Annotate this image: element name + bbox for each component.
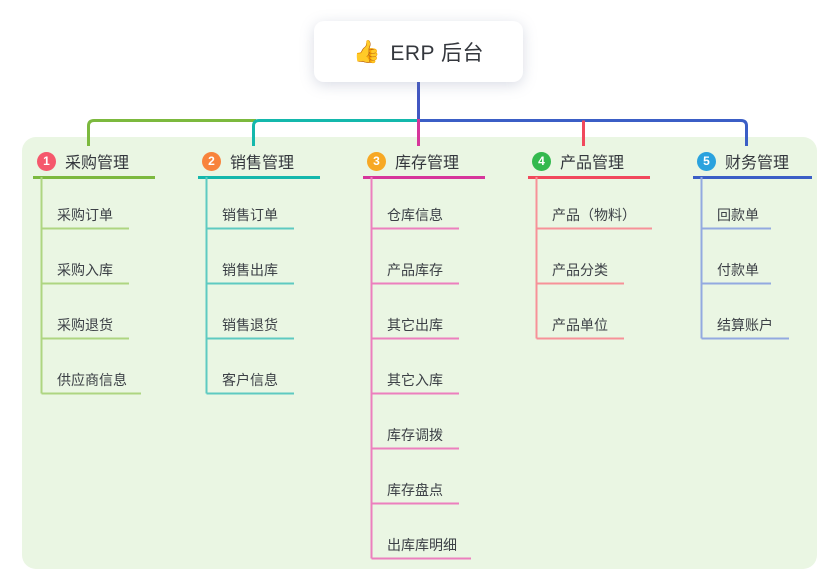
branch-node-purchase[interactable]: 1 采购管理 — [37, 150, 129, 172]
child-node-product-stock[interactable]: 产品库存 — [387, 262, 443, 278]
child-node-settlement-account[interactable]: 结算账户 — [717, 317, 773, 333]
branch-4-badge: 4 — [532, 151, 551, 171]
branch-2-badge: 2 — [202, 151, 221, 171]
branch-3-badge: 3 — [367, 151, 386, 171]
child-node-outbound-detail[interactable]: 出库库明细 — [387, 537, 457, 553]
child-node-other-inbound[interactable]: 其它入库 — [387, 372, 443, 388]
child-node-warehouse-info[interactable]: 仓库信息 — [387, 207, 443, 223]
child-node-payment-order[interactable]: 付款单 — [717, 262, 759, 278]
child-node-purchase-return[interactable]: 采购退货 — [57, 317, 113, 333]
child-node-product-material[interactable]: 产品（物料） — [552, 207, 636, 223]
branch-5-badge: 5 — [697, 151, 716, 171]
child-node-purchase-inbound[interactable]: 采购入库 — [57, 262, 113, 278]
root-node-erp-backend[interactable]: 👍 ERP 后台 — [314, 21, 523, 82]
child-node-customer-info[interactable]: 客户信息 — [222, 372, 278, 388]
branches-background-panel — [22, 137, 817, 569]
branch-4-label: 产品管理 — [560, 155, 625, 172]
thumbs-up-icon: 👍 — [352, 38, 381, 64]
branch-2-label: 销售管理 — [230, 155, 295, 172]
child-node-receipt-order[interactable]: 回款单 — [717, 207, 759, 223]
branch-node-sales[interactable]: 2 销售管理 — [202, 150, 294, 172]
child-node-supplier-info[interactable]: 供应商信息 — [57, 372, 127, 388]
branch-3-label: 库存管理 — [395, 155, 460, 172]
branch-5-label: 财务管理 — [725, 155, 790, 172]
child-node-sales-return[interactable]: 销售退货 — [222, 317, 278, 333]
child-node-sales-outbound[interactable]: 销售出库 — [222, 262, 278, 278]
branch-1-badge: 1 — [37, 151, 56, 171]
child-node-product-unit[interactable]: 产品单位 — [552, 317, 608, 333]
child-node-stock-count[interactable]: 库存盘点 — [387, 482, 443, 498]
child-node-sales-order[interactable]: 销售订单 — [222, 207, 278, 223]
root-node-label: ERP 后台 — [390, 41, 485, 65]
child-node-purchase-order[interactable]: 采购订单 — [57, 207, 113, 223]
branch-node-inventory[interactable]: 3 库存管理 — [367, 150, 459, 172]
branch-node-finance[interactable]: 5 财务管理 — [697, 150, 789, 172]
branch-node-product[interactable]: 4 产品管理 — [532, 150, 624, 172]
child-node-other-outbound[interactable]: 其它出库 — [387, 317, 443, 333]
branch-1-label: 采购管理 — [65, 155, 130, 172]
child-node-stock-transfer[interactable]: 库存调拨 — [387, 427, 443, 443]
child-node-product-category[interactable]: 产品分类 — [552, 262, 608, 278]
